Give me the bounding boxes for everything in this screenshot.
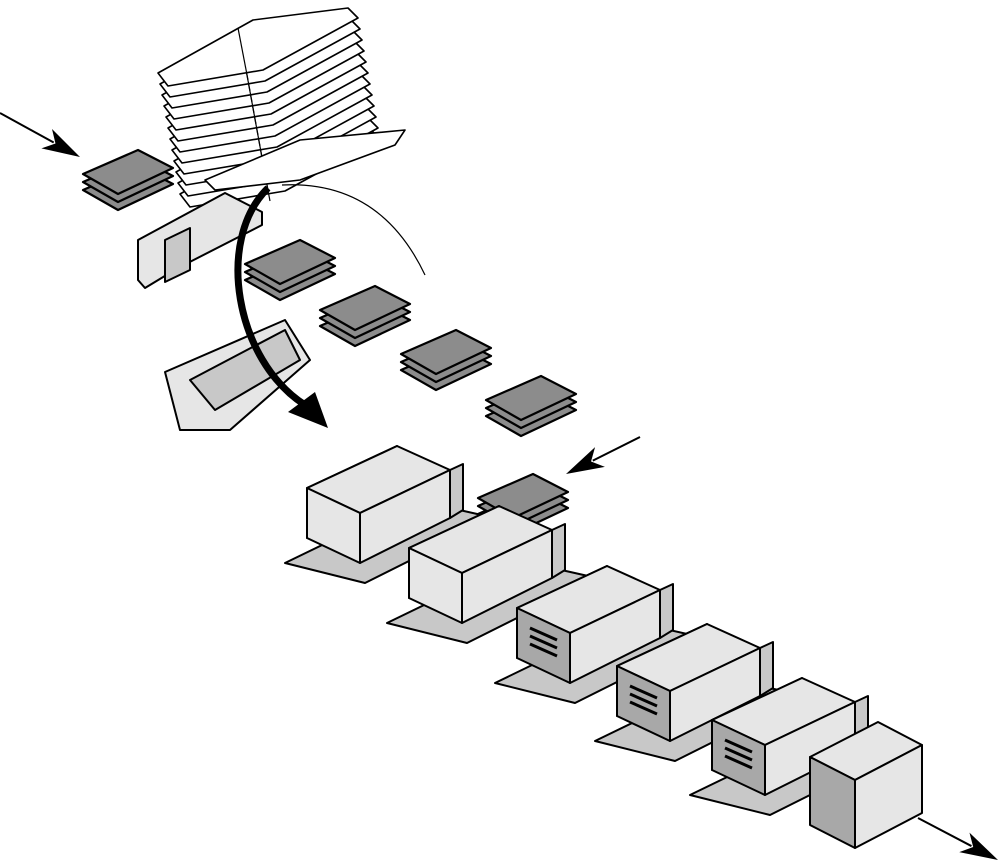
open-carton bbox=[594, 623, 806, 762]
blister-stack bbox=[318, 284, 412, 348]
blank-fold-line bbox=[237, 27, 249, 81]
carton-transfer-arrow-icon bbox=[288, 392, 328, 428]
blister-card bbox=[318, 284, 412, 332]
inserted-blister bbox=[529, 626, 558, 642]
blister-infeed-arrow-icon bbox=[41, 129, 80, 157]
leaflet-infeed-arrow-icon bbox=[566, 447, 605, 474]
carton-end-opening bbox=[306, 487, 361, 564]
carton-blank-stack bbox=[157, 7, 406, 208]
carton-outfeed-arrow-icon bbox=[959, 832, 998, 860]
inserted-blister bbox=[629, 700, 658, 716]
blister-stacks bbox=[81, 148, 578, 536]
blister-card bbox=[243, 238, 337, 286]
carton-blank bbox=[157, 7, 359, 87]
blister-infeed-shaft bbox=[0, 112, 55, 144]
inserted-blister bbox=[724, 754, 753, 770]
leaflet-infeed-shaft bbox=[592, 436, 641, 462]
carton-end-opening bbox=[516, 607, 571, 684]
inserted-blister bbox=[724, 738, 753, 754]
carton-end-opening bbox=[408, 547, 463, 624]
open-carton bbox=[386, 505, 598, 644]
carton-transfer-curve bbox=[234, 185, 307, 408]
flow-arrows bbox=[0, 112, 998, 860]
carton-blank-feed bbox=[204, 129, 406, 191]
inserted-blister bbox=[724, 746, 753, 762]
carton-end-flap bbox=[449, 463, 464, 519]
carton-end-flap bbox=[659, 583, 674, 639]
inserted-blister bbox=[629, 692, 658, 708]
cartons bbox=[137, 192, 923, 849]
transfer-path-line bbox=[281, 184, 426, 276]
blister-stack bbox=[484, 374, 578, 438]
blister-card bbox=[81, 148, 175, 196]
open-carton bbox=[494, 565, 706, 704]
blister-card bbox=[484, 374, 578, 422]
carton-end-opening bbox=[616, 665, 671, 742]
carton-erecting-panel bbox=[164, 227, 191, 283]
inserted-blister bbox=[529, 642, 558, 658]
open-carton bbox=[284, 445, 496, 584]
inserted-blister bbox=[529, 634, 558, 650]
blister-card bbox=[399, 328, 493, 376]
carton-end-opening bbox=[711, 719, 766, 796]
carton-outfeed-shaft bbox=[917, 817, 972, 847]
carton-end-flap bbox=[551, 523, 566, 579]
inserted-blister bbox=[629, 684, 658, 700]
blister-stack bbox=[81, 148, 175, 212]
closed-carton-side bbox=[854, 744, 923, 849]
blister-stack bbox=[399, 328, 493, 392]
blister-stack bbox=[243, 238, 337, 302]
carton-end-flap bbox=[759, 641, 774, 697]
